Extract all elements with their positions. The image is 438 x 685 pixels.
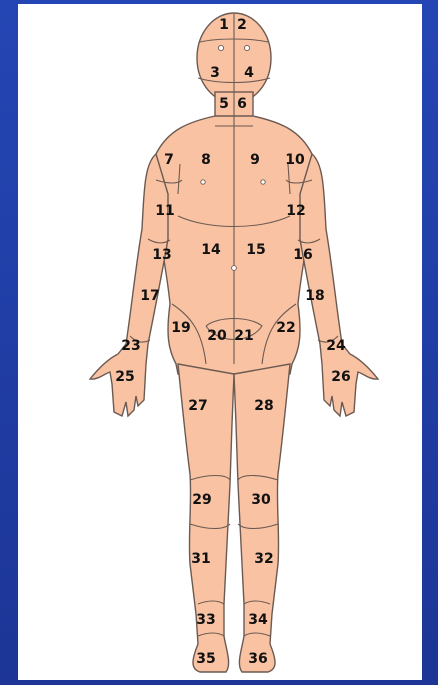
region-label-27: 27: [188, 398, 207, 414]
region-label-28: 28: [254, 398, 273, 414]
region-label-25: 25: [115, 369, 134, 385]
region-label-6: 6: [237, 96, 247, 112]
region-label-12: 12: [286, 203, 305, 219]
region-label-8: 8: [201, 152, 211, 168]
region-label-9: 9: [250, 152, 260, 168]
region-label-17: 17: [140, 288, 159, 304]
region-label-31: 31: [191, 551, 210, 567]
region-label-18: 18: [305, 288, 324, 304]
region-label-4: 4: [244, 65, 254, 81]
region-label-11: 11: [155, 203, 174, 219]
region-label-14: 14: [201, 242, 221, 258]
region-label-10: 10: [285, 152, 305, 168]
left-eye-dot: [218, 45, 223, 50]
region-label-21: 21: [234, 328, 253, 344]
right-eye-dot: [244, 45, 249, 50]
region-label-15: 15: [246, 242, 265, 258]
region-label-35: 35: [196, 651, 215, 667]
region-label-19: 19: [171, 320, 190, 336]
right-nipple-dot: [261, 180, 265, 184]
region-label-30: 30: [251, 492, 271, 508]
region-label-20: 20: [207, 328, 227, 344]
region-label-33: 33: [196, 612, 215, 628]
navel-dot: [232, 266, 237, 271]
left-nipple-dot: [201, 180, 205, 184]
region-label-26: 26: [331, 369, 350, 385]
region-label-32: 32: [254, 551, 273, 567]
region-label-1: 1: [219, 17, 229, 33]
region-label-5: 5: [219, 96, 229, 112]
region-label-34: 34: [248, 612, 268, 628]
segment-lines: [130, 14, 338, 636]
region-label-23: 23: [121, 338, 140, 354]
region-label-22: 22: [276, 320, 295, 336]
region-label-7: 7: [164, 152, 174, 168]
region-label-24: 24: [326, 338, 346, 354]
region-label-36: 36: [248, 651, 267, 667]
region-label-13: 13: [152, 247, 171, 263]
region-label-29: 29: [192, 492, 211, 508]
region-label-3: 3: [210, 65, 220, 81]
region-label-16: 16: [293, 247, 312, 263]
region-label-2: 2: [237, 17, 247, 33]
